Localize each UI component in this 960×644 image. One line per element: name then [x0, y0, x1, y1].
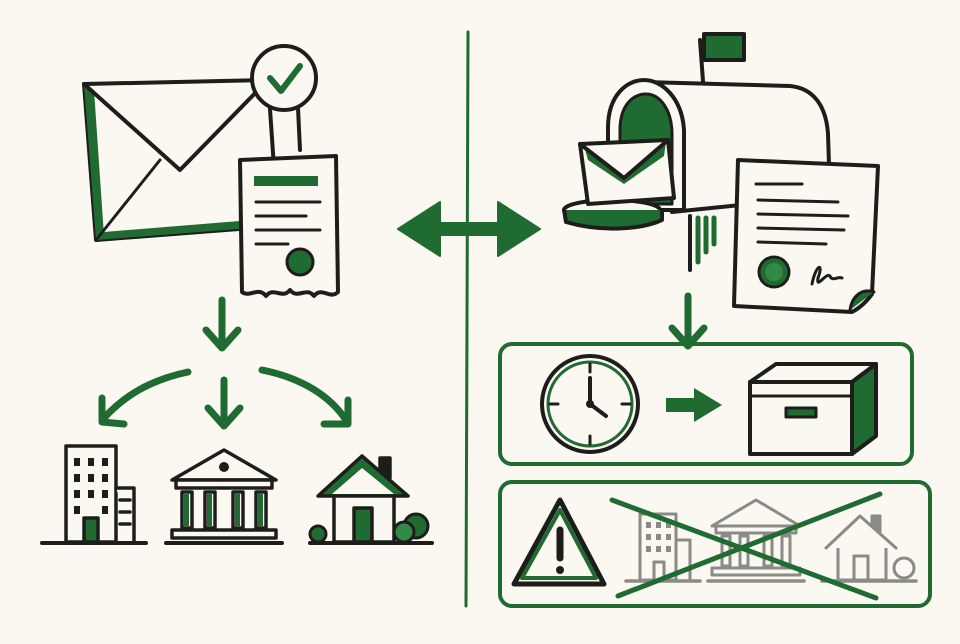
down-arrow-icon — [668, 292, 708, 350]
seal-icon — [757, 255, 791, 289]
double-arrow-icon — [397, 201, 541, 257]
branch-arrow-left-icon — [98, 368, 192, 428]
certificate-document-icon — [238, 154, 340, 298]
arrow-right-icon — [666, 388, 722, 422]
signature-icon — [810, 266, 844, 286]
house-icon — [820, 514, 918, 583]
archive-box-icon — [748, 362, 878, 456]
envelope-icon — [578, 138, 676, 206]
down-arrow-icon — [202, 296, 242, 352]
check-circle-icon — [250, 44, 318, 152]
office-building-icon — [40, 444, 148, 545]
vertical-divider — [464, 30, 470, 608]
clock-icon — [540, 354, 640, 454]
signed-document-icon — [732, 158, 880, 314]
bank-icon — [164, 448, 284, 545]
house-icon — [308, 454, 434, 545]
envelope-icon — [82, 78, 280, 242]
seal-icon — [285, 247, 315, 277]
warning-panel — [498, 480, 932, 608]
warning-icon — [511, 497, 607, 587]
cross-out-icon — [609, 491, 883, 601]
branch-arrow-center-icon — [204, 376, 244, 430]
branch-arrow-right-icon — [258, 366, 352, 428]
retention-panel — [498, 342, 914, 466]
